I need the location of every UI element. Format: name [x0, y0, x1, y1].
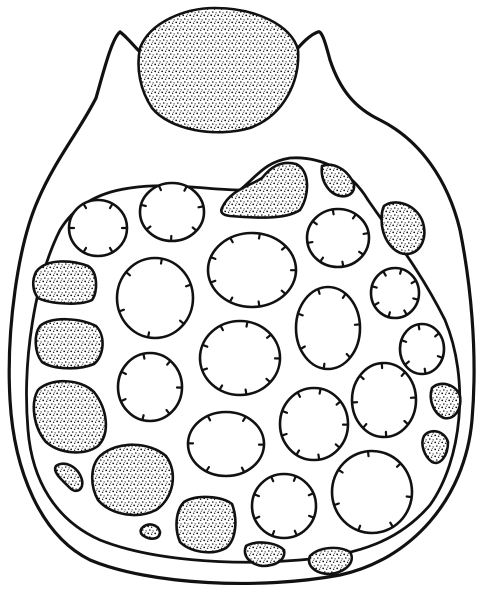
vacuole — [118, 353, 182, 421]
rim-tick — [247, 322, 248, 327]
granule — [245, 543, 284, 566]
rim-tick — [413, 298, 418, 299]
rim-tick — [202, 369, 207, 371]
vacuole — [140, 183, 204, 241]
granule — [141, 525, 160, 539]
rim-tick — [368, 451, 369, 456]
rim-tick — [320, 389, 321, 394]
rim-tick — [246, 390, 247, 395]
granule — [55, 464, 82, 491]
vacuole — [188, 412, 264, 476]
granule — [322, 165, 354, 197]
rim-tick — [407, 497, 412, 498]
vacuole — [307, 209, 369, 267]
granule — [431, 384, 461, 418]
granule — [382, 202, 425, 254]
rim-tick — [355, 324, 360, 325]
rim-tick — [141, 205, 146, 206]
rim-tick — [333, 209, 334, 214]
vacuole — [208, 233, 296, 307]
rim-tick — [308, 242, 313, 243]
rim-tick — [282, 434, 287, 436]
granule — [177, 497, 236, 552]
granule — [33, 261, 96, 303]
vacuole — [69, 200, 127, 256]
rim-tick — [419, 324, 420, 329]
rim-tick — [259, 234, 260, 239]
rim-tick — [143, 354, 144, 359]
granule — [422, 431, 448, 463]
rim-tick — [161, 259, 162, 264]
vacuole — [280, 388, 348, 460]
rim-tick — [342, 262, 343, 267]
rim-tick — [324, 364, 325, 369]
vacuole — [200, 321, 280, 395]
rim-tick — [259, 302, 260, 307]
vacuole — [352, 363, 416, 437]
vacuole — [117, 258, 193, 338]
vacuole — [252, 474, 316, 538]
rim-tick — [142, 415, 143, 420]
rim-tick — [318, 455, 319, 460]
granule — [36, 319, 103, 368]
rim-tick — [318, 289, 320, 294]
vacuole — [371, 268, 419, 318]
granule — [309, 548, 352, 574]
vacuole — [400, 324, 444, 374]
rim-tick — [389, 312, 390, 317]
granule — [34, 381, 106, 452]
rim-tick — [425, 369, 426, 374]
rim-tick — [372, 286, 377, 287]
rim-tick — [148, 332, 149, 337]
apical-body — [139, 8, 299, 132]
granule — [92, 445, 173, 515]
rim-tick — [400, 269, 401, 274]
rim-tick — [199, 206, 204, 207]
outer-membrane-left-horn — [120, 32, 140, 52]
rim-tick — [334, 504, 339, 506]
rim-tick — [364, 233, 369, 234]
